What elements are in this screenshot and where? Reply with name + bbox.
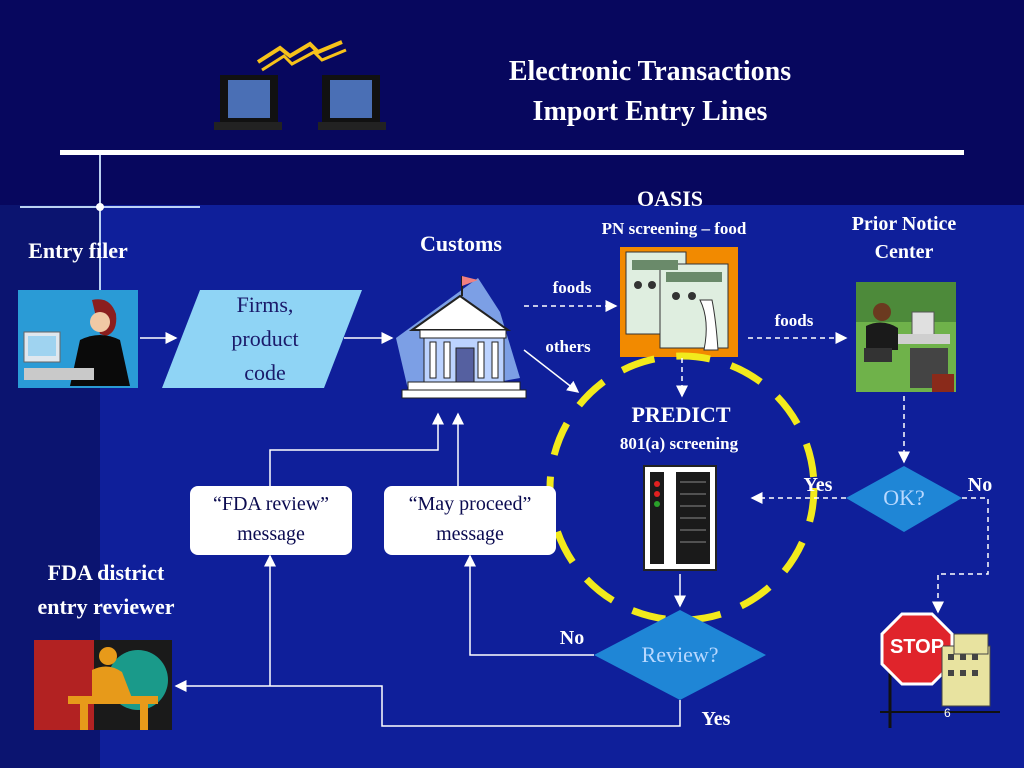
firms-product-parallelogram <box>162 290 362 388</box>
flow-arrows <box>140 300 989 727</box>
oasis-server-image <box>620 247 738 357</box>
fda-reviewer-line-2: entry reviewer <box>37 594 175 619</box>
header-band <box>0 0 1024 205</box>
computers-icon <box>214 40 386 130</box>
arrow-fdamsg-to-customs <box>269 412 444 486</box>
ok-decision-text: OK? <box>883 485 925 510</box>
predict-server-icon <box>643 465 717 571</box>
fda-review-message-box: “FDA review” message <box>190 486 352 555</box>
stop-sign-text: STOP <box>889 636 945 658</box>
edge-label-foods-oasis: foods <box>552 278 592 297</box>
sparkle-decoration <box>20 150 200 290</box>
ok-decision-diamond <box>846 466 962 532</box>
predict-label: PREDICT <box>631 402 731 427</box>
firms-product-text: Firms, product code <box>190 288 340 390</box>
fda-review-msg-line-2: message <box>237 523 305 545</box>
may-proceed-msg-line-1: “May proceed” <box>408 493 532 515</box>
edge-label-ok-no: No <box>967 474 993 496</box>
firms-line-1: Firms, <box>236 292 294 317</box>
stop-sign-icon <box>880 612 1000 728</box>
entry-filer-image <box>18 290 138 388</box>
title-line-1: Electronic Transactions <box>508 56 792 87</box>
customs-label: Customs <box>420 231 502 256</box>
customs-building-icon <box>396 276 527 399</box>
firms-line-2: product <box>231 326 299 351</box>
review-decision-diamond <box>594 610 766 700</box>
edge-label-ok-yes: Yes <box>803 474 833 496</box>
title-divider <box>60 150 964 155</box>
may-proceed-message-box: “May proceed” message <box>384 486 556 555</box>
entry-filer-label: Entry filer <box>28 238 128 263</box>
review-decision-text: Review? <box>641 642 719 667</box>
edge-label-others: others <box>545 337 591 356</box>
arrow-ok-no-stop <box>932 497 989 614</box>
prior-notice-center-image <box>856 282 956 392</box>
prior-notice-line-2: Center <box>874 241 934 263</box>
fda-reviewer-image <box>34 640 172 730</box>
prior-notice-line-1: Prior Notice <box>851 213 957 235</box>
edge-label-review-no: No <box>559 627 585 649</box>
firms-line-3: code <box>244 360 286 385</box>
may-proceed-msg-line-2: message <box>436 523 504 545</box>
slide-title: Electronic Transactions Import Entry Lin… <box>440 52 860 132</box>
arrow-review-no-proceed <box>464 554 594 656</box>
oasis-subtitle: PN screening – food <box>601 219 747 238</box>
oasis-label: OASIS <box>636 186 704 211</box>
fda-reviewer-label: FDA district entry reviewer <box>6 556 206 624</box>
predict-subtitle: 801(a) screening <box>619 434 739 453</box>
page-number: 6 <box>944 706 951 720</box>
fda-reviewer-line-1: FDA district <box>47 560 165 585</box>
fda-review-msg-line-1: “FDA review” <box>212 493 330 515</box>
edge-label-foods-pn: foods <box>774 311 814 330</box>
title-line-2: Import Entry Lines <box>532 96 768 127</box>
edge-label-review-yes: Yes <box>701 708 731 730</box>
arrow-review-yes-reviewer <box>174 680 681 727</box>
arrow-customs-others-predict <box>523 349 580 393</box>
prior-notice-center-label: Prior Notice Center <box>824 210 984 266</box>
